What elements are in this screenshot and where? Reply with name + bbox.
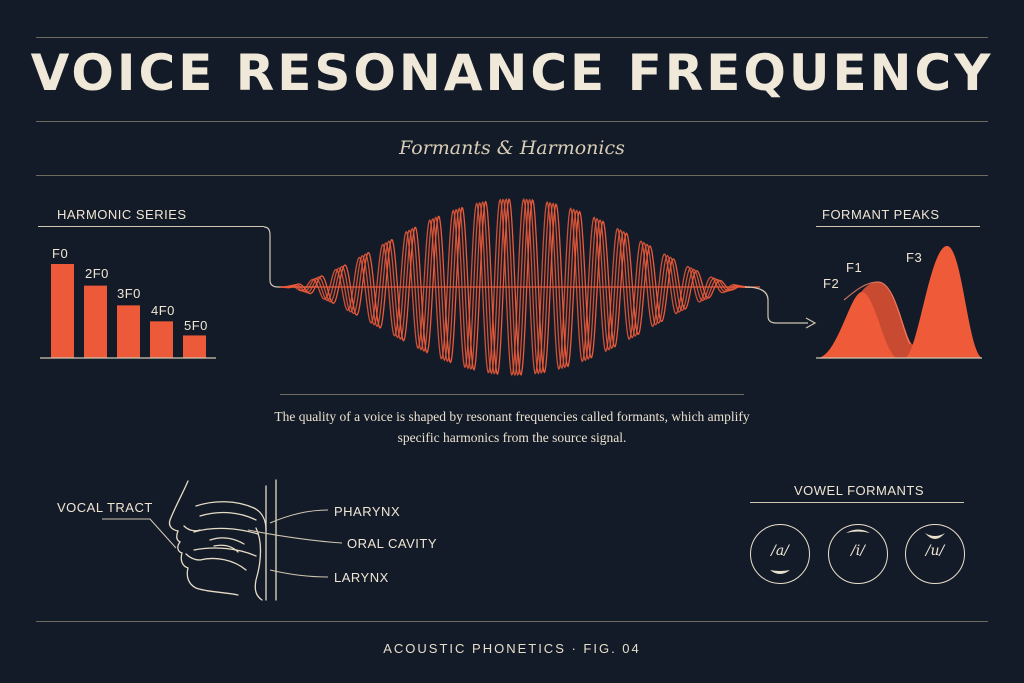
description-top-rule	[280, 394, 744, 395]
formant-peaks-shape-front	[818, 292, 896, 358]
harmonic-bar-4f0	[150, 321, 173, 358]
peak-label-f3: F3	[906, 250, 923, 265]
page-title: VOICE RESONANCE FREQUENCY	[30, 44, 994, 102]
bar-label-4f0: 4F0	[151, 303, 175, 318]
footer-rule	[36, 621, 988, 622]
peak-label-f1: F1	[846, 260, 863, 275]
oral-cavity-leader-line	[247, 529, 343, 544]
label-oral-cavity: ORAL CAVITY	[347, 536, 438, 551]
top-rule	[36, 37, 988, 38]
larynx-leader-line	[269, 569, 329, 578]
vowel-u-mouth-shape	[925, 533, 945, 539]
waveform-strand-4	[279, 197, 751, 376]
vocal-tract-heading: VOCAL TRACT	[57, 500, 153, 515]
page-subtitle: Formants & Harmonics	[399, 137, 625, 159]
bar-label-f0: F0	[52, 246, 69, 261]
harmonic-series-heading-rule	[38, 226, 264, 227]
harmonic-bars	[51, 264, 206, 358]
harmonic-bar-f0	[51, 264, 74, 358]
description-text: The quality of a voice is shaped by reso…	[274, 409, 750, 445]
harmonic-bar-3f0	[117, 305, 140, 358]
vowel-u-circle: /u/	[905, 524, 965, 584]
bar-label-3f0: 3F0	[117, 286, 141, 301]
label-pharynx: PHARYNX	[334, 504, 401, 519]
vowel-formants-heading: VOWEL FORMANTS	[794, 483, 925, 498]
subtitle-underline-rule	[36, 175, 988, 176]
formant-peak-f1-outline	[843, 281, 911, 345]
vowel-a-label: /a/	[771, 543, 789, 559]
bar-label-2f0: 2F0	[85, 266, 109, 281]
vowel-formants-heading-rule	[750, 502, 964, 503]
peak-label-f2: F2	[823, 276, 840, 291]
title-underline-rule	[36, 121, 988, 122]
formant-peaks-heading: FORMANT PEAKS	[822, 207, 940, 222]
formant-peaks-heading-rule	[816, 226, 980, 227]
footer-caption: ACOUSTIC PHONETICS · FIG. 04	[383, 641, 641, 656]
formant-arrow-line	[744, 286, 808, 324]
label-larynx: LARYNX	[334, 570, 389, 585]
pharynx-leader-line	[269, 509, 329, 524]
vowel-u-label: /u/	[925, 543, 945, 559]
vowel-i-mouth-shape	[846, 529, 870, 533]
vowel-a-mouth-shape	[770, 570, 790, 574]
vocal-tract-pointer	[102, 518, 177, 549]
formant-arrow-head	[805, 317, 817, 329]
harmonic-connector-line	[263, 226, 318, 288]
vowel-a-circle: /a/	[750, 524, 810, 584]
waveform-strand-3	[279, 198, 751, 377]
vowel-i-circle: /i/	[828, 524, 888, 584]
harmonic-bar-5f0	[183, 335, 206, 358]
vocal-tract-illustration	[168, 479, 277, 601]
harmonic-bar-2f0	[84, 285, 107, 358]
vowel-i-label: /i/	[851, 543, 865, 559]
formant-peak-f3-shape	[905, 246, 982, 358]
harmonic-series-heading: HARMONIC SERIES	[57, 207, 187, 222]
bar-label-5f0: 5F0	[184, 318, 208, 333]
